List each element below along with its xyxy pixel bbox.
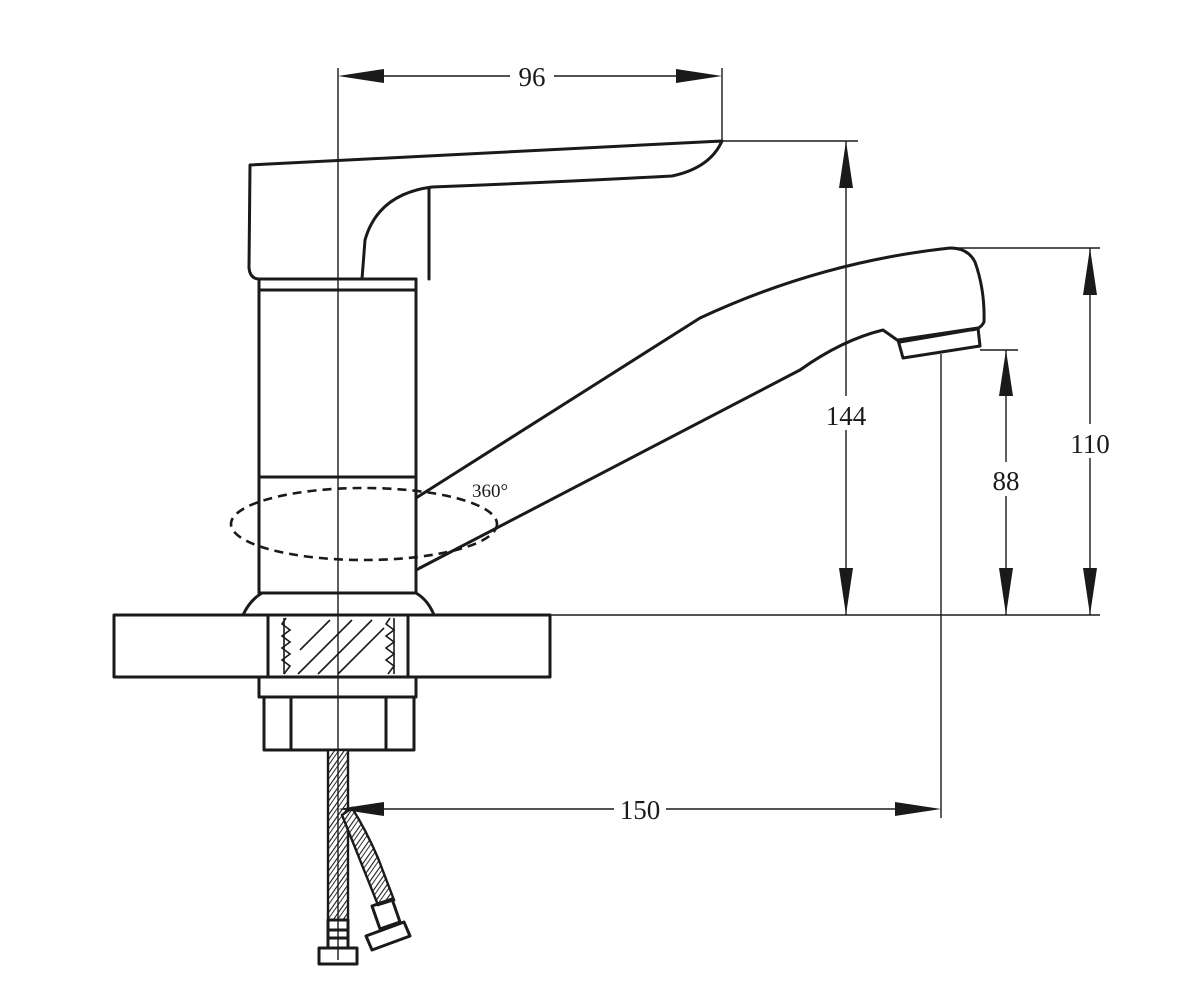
dim-110-label: 110 [1070,429,1110,459]
supply-hoses [317,748,412,966]
dimension-88: 88 [980,349,1026,615]
dim-88-label: 88 [993,466,1020,496]
spout [414,246,986,572]
thread-left [280,617,292,675]
dimension-96: 96 [338,62,723,141]
dimension-150: 150 [338,354,942,825]
thread-right [384,617,396,675]
dim-96-label: 96 [519,62,546,92]
countertop [112,613,552,679]
countertop-left [112,613,270,679]
rotation-label: 360° [472,481,508,502]
dim-150-label: 150 [620,795,661,825]
section-hatch [297,619,353,675]
dimension-144: 144 [722,140,874,615]
lever-handle [247,139,724,281]
hose-bent [340,806,396,907]
countertop-right [406,613,552,679]
dim-144-label: 144 [826,401,867,431]
spout-aerator [896,326,982,360]
dimension-110: 110 [950,247,1118,615]
rotation-indicator [229,486,499,562]
